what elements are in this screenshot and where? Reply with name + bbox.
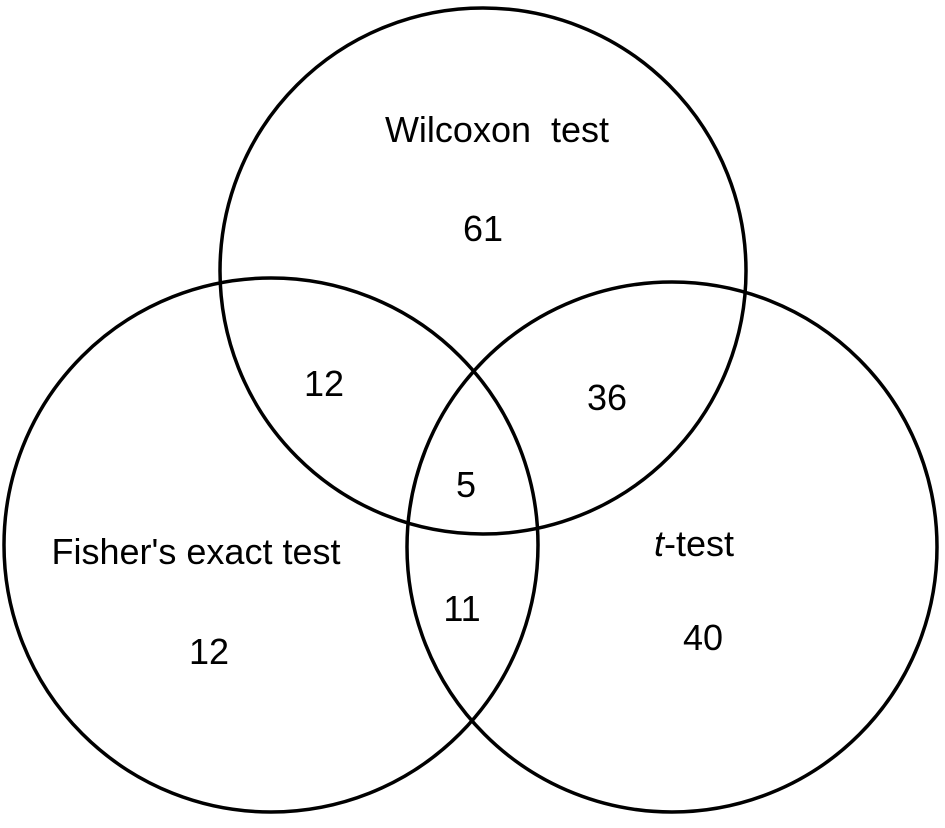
ttest-label-italic: t: [654, 523, 666, 564]
count-wilcoxon-ttest: 36: [587, 377, 627, 418]
ttest-label: t-test: [654, 523, 734, 564]
fisher-label: Fisher's exact test: [52, 531, 341, 572]
count-wilcoxon-fisher: 12: [304, 363, 344, 404]
wilcoxon-label: Wilcoxon test: [385, 109, 609, 150]
fisher-circle: [2, 276, 540, 814]
count-all-three: 5: [456, 464, 476, 505]
count-wilcoxon-only: 61: [463, 208, 503, 249]
ttest-label-rest: -test: [664, 523, 734, 564]
count-ttest-only: 40: [683, 617, 723, 658]
count-fisher-only: 12: [189, 631, 229, 672]
wilcoxon-circle: [218, 6, 748, 536]
ttest-circle: [405, 280, 939, 814]
count-fisher-ttest: 11: [443, 588, 480, 629]
